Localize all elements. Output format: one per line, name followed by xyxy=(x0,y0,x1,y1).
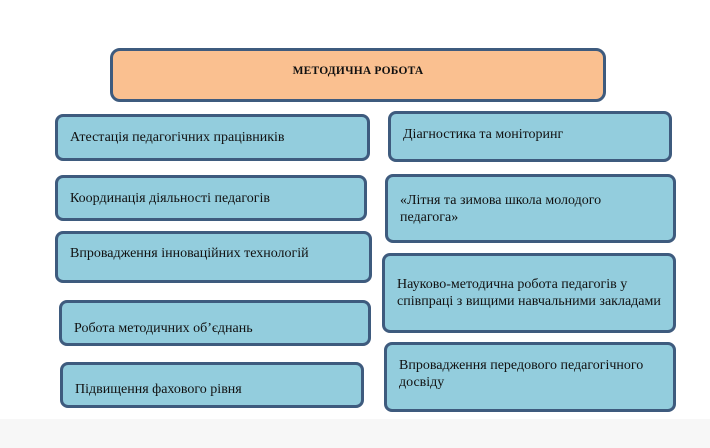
diagram-title-text: МЕТОДИЧНА РОБОТА xyxy=(292,64,424,77)
right-item-school: «Літня та зимова школа молодого педагога… xyxy=(385,174,676,243)
left-item-attestation: Атестація педагогічних працівників xyxy=(55,114,370,161)
right-item-diagnostics: Діагностика та моніторинг xyxy=(388,111,672,162)
left-item-innovation: Впровадження інноваційних технологій xyxy=(55,231,372,283)
left-item-label: Робота методичних об’єднань xyxy=(74,320,253,336)
left-item-qualification: Підвищення фахового рівня xyxy=(60,362,364,408)
right-item-label: «Літня та зимова школа молодого педагога… xyxy=(400,192,602,225)
left-item-label: Координація діяльності педагогів xyxy=(70,190,270,206)
right-item-label: Впровадження передового педагогічного до… xyxy=(399,358,644,390)
left-item-label: Впровадження інноваційних технологій xyxy=(70,245,309,261)
right-item-experience: Впровадження передового педагогічного до… xyxy=(384,342,676,412)
left-item-coordination: Координація діяльності педагогів xyxy=(55,175,367,221)
left-item-label: Підвищення фахового рівня xyxy=(75,381,242,397)
right-item-research: Науково-методична робота педагогів у спі… xyxy=(382,253,676,333)
bottom-band xyxy=(0,419,710,448)
left-item-label: Атестація педагогічних працівників xyxy=(70,130,285,145)
left-item-methodical-unions: Робота методичних об’єднань xyxy=(59,300,371,346)
diagram-title: МЕТОДИЧНА РОБОТА xyxy=(110,48,606,102)
right-item-label: Діагностика та моніторинг xyxy=(403,127,564,142)
right-item-label: Науково-методична робота педагогів у спі… xyxy=(397,277,661,309)
